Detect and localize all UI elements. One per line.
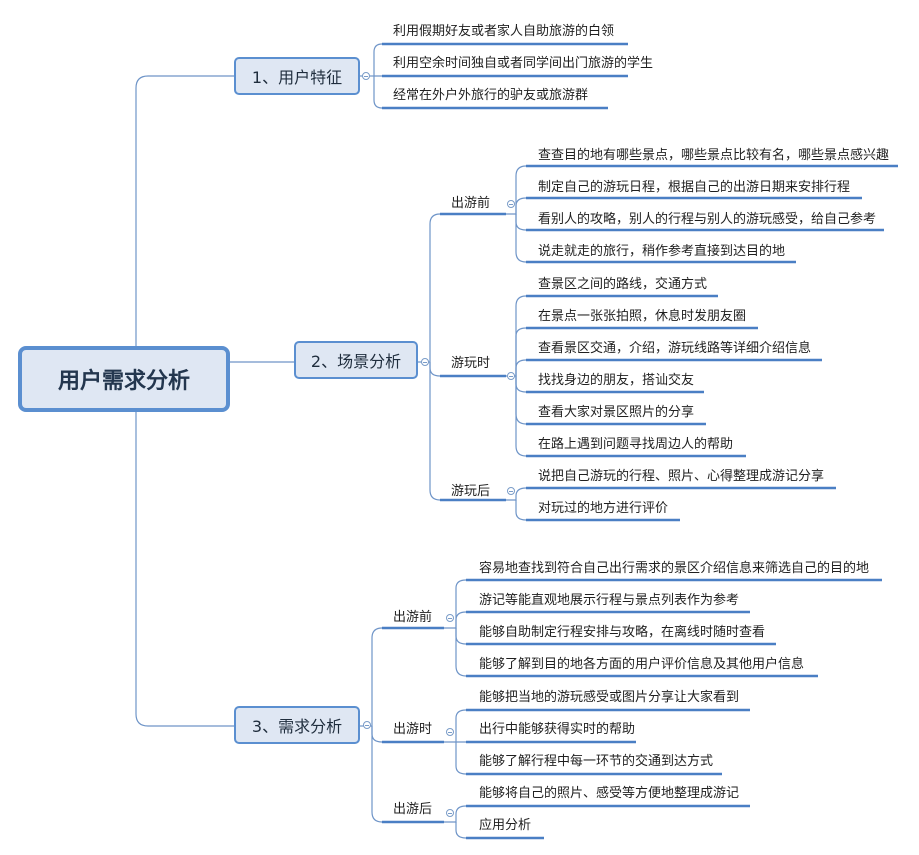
collapse-toggle-icon[interactable]	[446, 728, 454, 736]
collapse-toggle-icon[interactable]	[421, 358, 429, 366]
leaf-node[interactable]: 应用分析	[479, 818, 532, 833]
collapse-toggle-icon[interactable]	[446, 809, 454, 817]
collapse-toggle-icon[interactable]	[362, 72, 370, 80]
leaf-node[interactable]: 能够自助制定行程安排与攻略，在离线时随时查看	[479, 625, 766, 640]
leaf-node[interactable]: 查景区之间的路线，交通方式	[538, 277, 708, 292]
root-node[interactable]: 用户需求分析	[18, 346, 230, 412]
leaf-node[interactable]: 说走就走的旅行，稍作参考直接到达目的地	[538, 244, 786, 259]
subgroup-node[interactable]: 出游前	[393, 610, 433, 625]
subgroup-node[interactable]: 游玩后	[451, 484, 491, 499]
category-node-scenario-analysis[interactable]: 2、场景分析	[294, 341, 418, 379]
leaf-node[interactable]: 在景点一张张拍照，休息时发朋友圈	[538, 309, 747, 324]
leaf-node[interactable]: 利用假期好友或者家人自助旅游的白领	[393, 24, 615, 39]
leaf-node[interactable]: 能够了解行程中每一环节的交通到达方式	[479, 754, 714, 769]
collapse-toggle-icon[interactable]	[507, 200, 515, 208]
leaf-node[interactable]: 在路上遇到问题寻找周边人的帮助	[538, 437, 734, 452]
leaf-node[interactable]: 能够了解到目的地各方面的用户评价信息及其他用户信息	[479, 657, 805, 672]
leaf-node[interactable]: 能够把当地的游玩感受或图片分享让大家看到	[479, 690, 740, 705]
subgroup-node[interactable]: 出游后	[393, 802, 433, 817]
collapse-toggle-icon[interactable]	[446, 614, 454, 622]
leaf-node[interactable]: 查看景区交通，介绍，游玩线路等详细介绍信息	[538, 341, 812, 356]
leaf-node[interactable]: 制定自己的游玩日程，根据自己的出游日期来安排行程	[538, 180, 851, 195]
leaf-node[interactable]: 利用空余时间独自或者同学间出门旅游的学生	[393, 56, 654, 71]
leaf-node[interactable]: 对玩过的地方进行评价	[538, 501, 669, 516]
leaf-node[interactable]: 查看大家对景区照片的分享	[538, 405, 695, 420]
leaf-node[interactable]: 查查目的地有哪些景点，哪些景点比较有名，哪些景点感兴趣	[538, 148, 890, 163]
leaf-node[interactable]: 容易地查找到符合自己出行需求的景区介绍信息来筛选自己的目的地	[479, 561, 870, 576]
leaf-node[interactable]: 说把自己游玩的行程、照片、心得整理成游记分享	[538, 469, 825, 484]
leaf-node[interactable]: 出行中能够获得实时的帮助	[479, 722, 636, 737]
collapse-toggle-icon[interactable]	[507, 372, 515, 380]
leaf-node[interactable]: 经常在外户外旅行的驴友或旅游群	[393, 88, 589, 103]
leaf-node[interactable]: 找找身边的朋友，搭讪交友	[538, 373, 695, 388]
collapse-toggle-icon[interactable]	[507, 487, 515, 495]
leaf-node[interactable]: 看别人的攻略，别人的行程与别人的游玩感受，给自己参考	[538, 212, 877, 227]
collapse-toggle-icon[interactable]	[363, 721, 371, 729]
leaf-node[interactable]: 游记等能直观地展示行程与景点列表作为参考	[479, 593, 740, 608]
subgroup-node[interactable]: 出游时	[393, 722, 433, 737]
category-node-user-traits[interactable]: 1、用户特征	[234, 57, 360, 95]
leaf-node[interactable]: 能够将自己的照片、感受等方便地整理成游记	[479, 786, 740, 801]
subgroup-node[interactable]: 出游前	[451, 196, 491, 211]
category-node-requirements-analysis[interactable]: 3、需求分析	[234, 706, 360, 744]
subgroup-node[interactable]: 游玩时	[451, 356, 491, 371]
